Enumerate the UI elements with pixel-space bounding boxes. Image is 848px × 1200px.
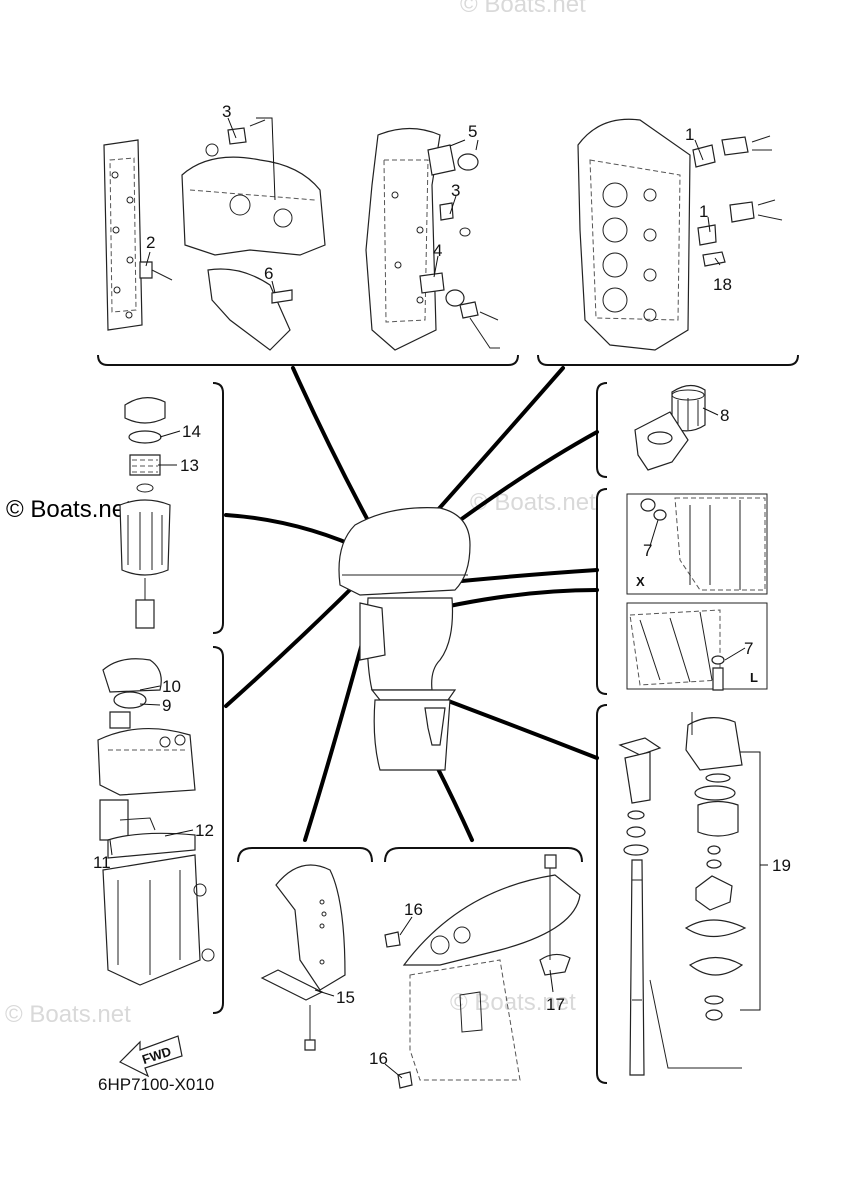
callout-9: 9 — [162, 696, 171, 715]
callout-7-l: 7 — [744, 639, 753, 658]
watermark-faint-top: © Boats.net — [460, 0, 586, 18]
fuel-filter-assembly — [119, 397, 171, 629]
cylinder-head — [577, 118, 783, 351]
callout-19: 19 — [772, 856, 791, 875]
callout-4: 4 — [433, 241, 442, 260]
watermark-faint-mid: © Boats.net — [470, 489, 596, 516]
view-l-label: L — [750, 670, 758, 685]
callout-1-mid: 1 — [699, 202, 708, 221]
outboard-motor-outline — [338, 507, 471, 771]
watermark-faint-low: © Boats.net — [5, 1001, 131, 1028]
bracket-and-anode — [260, 864, 346, 1051]
callout-18: 18 — [713, 275, 732, 294]
view-x-label: X — [636, 574, 645, 589]
callout-8: 8 — [720, 406, 729, 425]
callout-7-x: 7 — [643, 541, 652, 560]
lower-unit — [384, 854, 581, 1089]
water-pump-assembly — [618, 712, 747, 1076]
callout-6: 6 — [264, 264, 273, 283]
fwd-arrow: FWD — [118, 1035, 183, 1078]
watermark: © Boats.net — [6, 496, 132, 523]
cylinder-head-cover — [365, 127, 500, 351]
callout-5: 5 — [468, 122, 477, 141]
callout-16-bottom: 16 — [369, 1049, 388, 1068]
leader-lines — [109, 117, 768, 1079]
callout-15: 15 — [336, 988, 355, 1007]
intake-manifold-gasket — [103, 139, 173, 331]
vapor-separator-assembly — [97, 658, 215, 986]
detail-view-x: X — [626, 493, 768, 595]
callout-16-top: 16 — [404, 900, 423, 919]
detail-view-l: L — [626, 602, 768, 691]
callout-3-right: 3 — [451, 181, 460, 200]
callout-2: 2 — [146, 233, 155, 252]
engine-block-sketch — [181, 119, 326, 351]
callout-3-left: 3 — [222, 102, 231, 121]
callout-labels: 1 1 2 3 3 4 5 6 7 7 8 9 10 11 12 13 14 1… — [93, 102, 791, 1068]
callout-13: 13 — [180, 456, 199, 475]
callout-14: 14 — [182, 422, 201, 441]
callout-10: 10 — [162, 677, 181, 696]
callout-1-top: 1 — [685, 125, 694, 144]
oil-filter-assembly — [634, 384, 706, 471]
callout-11: 11 — [93, 853, 111, 872]
callout-17: 17 — [546, 995, 565, 1014]
callout-12: 12 — [195, 821, 214, 840]
drawing-code: 6HP7100-X010 — [98, 1075, 214, 1094]
